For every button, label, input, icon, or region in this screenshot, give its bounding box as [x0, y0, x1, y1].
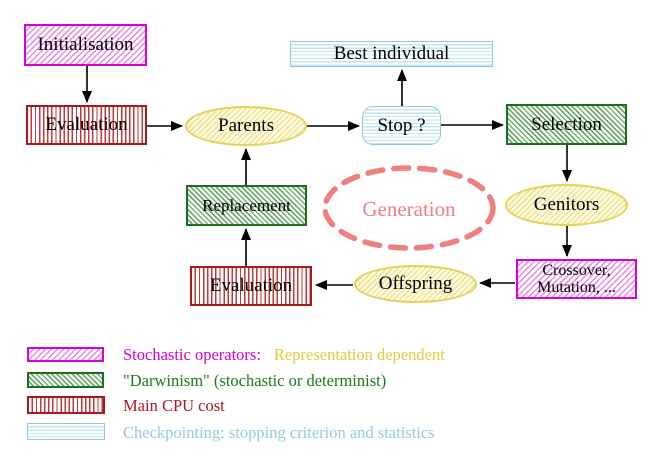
evaluation-bottom-box: Evaluation [190, 266, 312, 306]
legend-text-darwinism: "Darwinism" (stochastic or determinist) [123, 371, 387, 390]
initialisation-box: Initialisation [24, 24, 147, 66]
legend-text-cpu: Main CPU cost [123, 396, 225, 415]
parents-label: Parents [218, 115, 274, 136]
parents-ellipse: Parents [185, 106, 307, 146]
initialisation-label: Initialisation [37, 34, 134, 55]
generation-label: Generation [362, 196, 456, 221]
legend-swatch-darwinism [27, 372, 104, 388]
evaluation-top-box: Evaluation [26, 105, 147, 145]
legend-swatch-checkpointing [27, 423, 105, 440]
legend-text-checkpointing: Checkpointing: stopping criterion and st… [123, 423, 435, 442]
stop-label: Stop ? [377, 114, 426, 136]
legend-representation-label: Representation dependent [273, 345, 445, 364]
replacement-box: Replacement [186, 185, 307, 226]
legend-text-stochastic: Stochastic operators: Representation depe… [123, 345, 445, 365]
selection-label: Selection [531, 113, 602, 135]
evaluation-bottom-label: Evaluation [209, 275, 293, 296]
crossover-label-line2: Mutation, ... [537, 279, 616, 296]
genitors-label: Genitors [533, 194, 600, 215]
offspring-label: Offspring [378, 273, 453, 294]
crossover-label-line1: Crossover, [542, 262, 611, 279]
evaluation-top-label: Evaluation [45, 114, 128, 135]
selection-box: Selection [506, 104, 627, 145]
legend-swatch-cpu [27, 396, 105, 414]
best-individual-label: Best individual [333, 43, 450, 64]
stop-box: Stop ? [362, 106, 441, 145]
generation-dashed-ellipse [322, 165, 496, 251]
replacement-label: Replacement [202, 195, 291, 215]
legend-stochastic-label: Stochastic operators: [123, 345, 261, 364]
crossover-mutation-box: Crossover, Mutation, ... [516, 259, 637, 299]
best-individual-box: Best individual [290, 41, 493, 67]
offspring-ellipse: Offspring [354, 265, 477, 303]
legend-swatch-stochastic [27, 347, 104, 362]
genitors-ellipse: Genitors [505, 184, 628, 226]
